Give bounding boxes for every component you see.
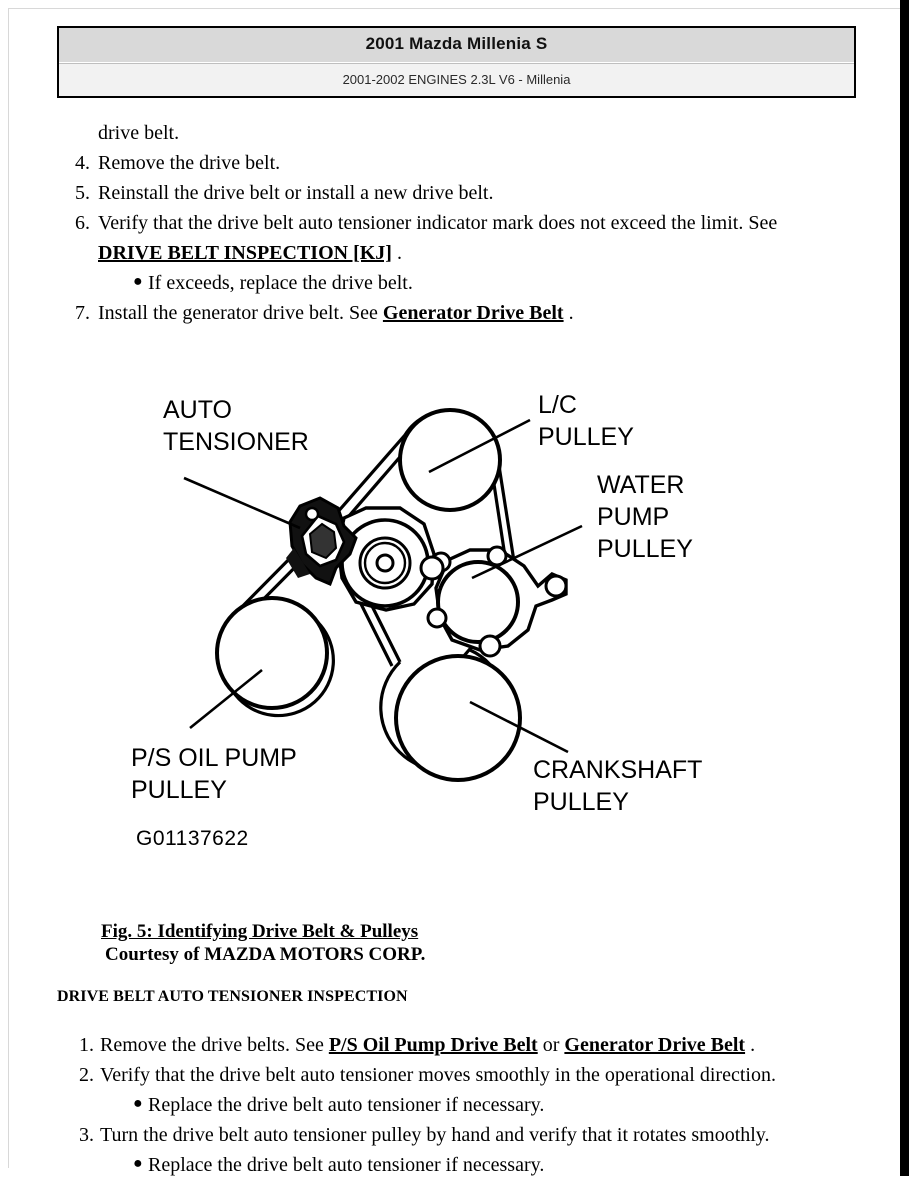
label-water-pump-line1: WATER — [597, 471, 685, 499]
top-step-list: 4. Remove the drive belt. 5. Reinstall t… — [0, 148, 909, 328]
inspection-step-1: 1. Remove the drive belts. See P/S Oil Pu… — [0, 1030, 909, 1060]
label-crankshaft-line1: CRANKSHAFT — [533, 756, 702, 784]
step-text: Turn the drive belt auto tensioner pulle… — [100, 1124, 770, 1146]
step-text: Remove the drive belt. — [98, 152, 281, 174]
step-number: 1. — [79, 1034, 94, 1056]
leader-lc-pulley — [428, 418, 531, 474]
step-item-5: 5. Reinstall the drive belt or install a… — [0, 178, 909, 208]
step-item-6: 6. Verify that the drive belt auto tensi… — [0, 208, 909, 268]
page-border-right — [900, 0, 909, 1176]
figure-caption-courtesy: Courtesy of MAZDA MOTORS CORP. — [105, 944, 426, 965]
leader-lines — [183, 418, 583, 754]
step-text: Reinstall the drive belt or install a ne… — [98, 182, 494, 204]
label-water-pump-line3: PULLEY — [597, 535, 693, 563]
top-procedure-section: drive belt. 4. Remove the drive belt. 5.… — [0, 118, 909, 328]
label-crankshaft-line2: PULLEY — [533, 788, 629, 816]
step-text: Verify that the drive belt auto tensione… — [100, 1064, 776, 1086]
bullet-text: Replace the drive belt auto tensioner if… — [148, 1094, 545, 1116]
figure-caption: Fig. 5: Identifying Drive Belt & Pulleys… — [101, 920, 425, 966]
drive-belt-diagram-svg: AUTO TENSIONER L/C PULLEY WATER PUMP PUL… — [131, 391, 702, 816]
crankshaft-pulley-circle — [394, 654, 522, 782]
leader-ps-oil-pump-pulley — [189, 668, 263, 730]
label-ps-oil-pump-line1: P/S OIL PUMP — [131, 744, 297, 772]
step-number: 3. — [79, 1124, 94, 1146]
link-generator-drive-belt[interactable]: Generator Drive Belt — [382, 302, 564, 324]
link-generator-drive-belt-2[interactable]: Generator Drive Belt — [564, 1034, 746, 1056]
label-auto-tensioner-line2: TENSIONER — [163, 428, 309, 456]
step-number: 7. — [75, 302, 90, 324]
ps-oil-pump-pulley-circle — [215, 596, 329, 710]
bullet-wrapper-replace-2: ● Replace the drive belt auto tensioner … — [0, 1150, 909, 1180]
figure-labels: AUTO TENSIONER L/C PULLEY WATER PUMP PUL… — [131, 391, 702, 816]
label-lc-pulley-line1: L/C — [538, 391, 577, 419]
step-text-mid: or — [537, 1034, 565, 1056]
link-drive-belt-inspection-kj[interactable]: DRIVE BELT INSPECTION [KJ] — [98, 242, 392, 264]
auto-tensioner-inspection-steps: 1. Remove the drive belts. See P/S Oil Pu… — [0, 1030, 909, 1180]
bottom-step-list: 1. Remove the drive belts. See P/S Oil Pu… — [0, 1030, 909, 1180]
step-item-4: 4. Remove the drive belt. — [0, 148, 909, 178]
bullet-text: If exceeds, replace the drive belt. — [148, 272, 413, 294]
step-number: 5. — [75, 182, 90, 204]
bullet-item-replace-2: ● Replace the drive belt auto tensioner … — [0, 1150, 909, 1180]
link-ps-oil-pump-drive-belt[interactable]: P/S Oil Pump Drive Belt — [328, 1034, 538, 1056]
label-water-pump-line2: PUMP — [597, 503, 669, 531]
idler-pulley-hub-bolt — [375, 553, 395, 573]
figure-code: G01137622 — [136, 827, 249, 850]
inspection-step-3: 3. Turn the drive belt auto tensioner pu… — [0, 1120, 909, 1150]
bullet-wrapper-if-exceeds: ● If exceeds, replace the drive belt. — [0, 268, 909, 298]
bullet-text: Replace the drive belt auto tensioner if… — [148, 1154, 545, 1176]
bullet-item-if-exceeds: ● If exceeds, replace the drive belt. — [0, 268, 909, 298]
vehicle-subtitle: 2001-2002 ENGINES 2.3L V6 - Millenia — [59, 63, 854, 96]
leader-water-pump-pulley — [471, 524, 583, 580]
step-number: 4. — [75, 152, 90, 174]
bullet-wrapper-replace-1: ● Replace the drive belt auto tensioner … — [0, 1090, 909, 1120]
bullet-dot-icon: ● — [133, 1095, 143, 1112]
idler-pulley-assembly — [336, 506, 445, 612]
leader-crankshaft-pulley — [469, 700, 569, 754]
water-pump-housing — [426, 545, 568, 658]
step-number: 6. — [75, 212, 90, 234]
document-header: 2001 Mazda Millenia S 2001-2002 ENGINES … — [57, 26, 856, 98]
bullet-dot-icon: ● — [133, 1155, 143, 1172]
continuation-line: drive belt. — [98, 122, 180, 144]
page-border-left — [8, 8, 9, 1168]
water-pump-pulley-circle — [436, 560, 520, 644]
inspection-step-2: 2. Verify that the drive belt auto tensi… — [0, 1060, 909, 1090]
figure-caption-title[interactable]: Fig. 5: Identifying Drive Belt & Pulleys — [101, 921, 419, 942]
drive-belt-diagram: AUTO TENSIONER L/C PULLEY WATER PUMP PUL… — [0, 378, 909, 878]
bullet-item-replace-1: ● Replace the drive belt auto tensioner … — [0, 1090, 909, 1120]
bullet-dot-icon: ● — [133, 273, 143, 290]
step-text: Remove the drive belts. See — [100, 1034, 329, 1056]
leader-auto-tensioner — [183, 476, 301, 530]
step-number: 2. — [79, 1064, 94, 1086]
page-border-top — [8, 8, 901, 9]
label-ps-oil-pump-line2: PULLEY — [131, 776, 227, 804]
step-text-tail: . — [391, 242, 402, 264]
step-item-7: 7. Install the generator drive belt. See… — [0, 298, 909, 328]
label-auto-tensioner-line1: AUTO — [163, 396, 232, 424]
step-text: Verify that the drive belt auto tensione… — [98, 212, 778, 234]
auto-tensioner-mechanism — [286, 496, 358, 586]
step-text: Install the generator drive belt. See — [98, 302, 383, 324]
section-heading-auto-tensioner-inspection: DRIVE BELT AUTO TENSIONER INSPECTION — [57, 988, 408, 1005]
step-text-tail: . — [745, 1034, 756, 1056]
step-text-tail: . — [563, 302, 574, 324]
vehicle-title: 2001 Mazda Millenia S — [59, 28, 854, 63]
label-lc-pulley-line2: PULLEY — [538, 423, 634, 451]
